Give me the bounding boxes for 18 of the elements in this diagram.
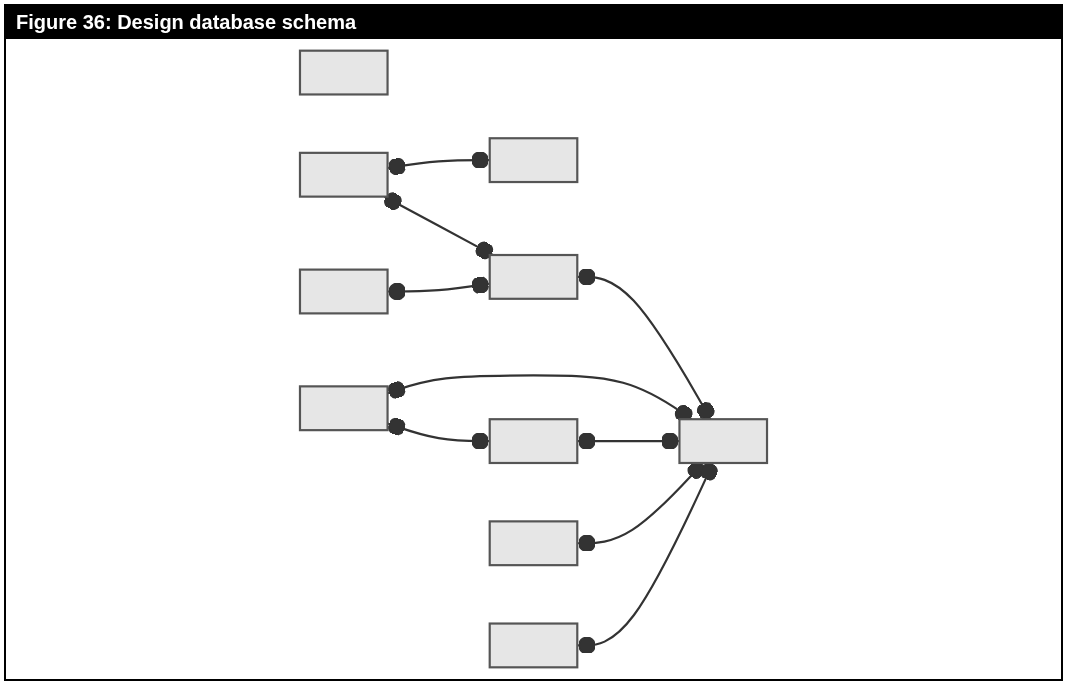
node-box	[298, 49, 389, 96]
connector	[387, 151, 490, 176]
node-box	[488, 418, 579, 465]
node-box	[488, 622, 579, 669]
connector	[387, 417, 490, 450]
figure-title: Figure 36: Design database schema	[6, 6, 1061, 39]
node-box	[488, 253, 579, 300]
node-box	[488, 137, 579, 184]
node-box	[298, 151, 389, 198]
node-box	[298, 385, 389, 432]
connector	[577, 268, 715, 420]
connector	[577, 432, 680, 450]
connector	[387, 276, 490, 301]
node-box	[298, 268, 389, 315]
connector	[577, 462, 718, 655]
node-box	[488, 520, 579, 567]
node-box	[678, 418, 769, 465]
connector	[383, 192, 494, 260]
